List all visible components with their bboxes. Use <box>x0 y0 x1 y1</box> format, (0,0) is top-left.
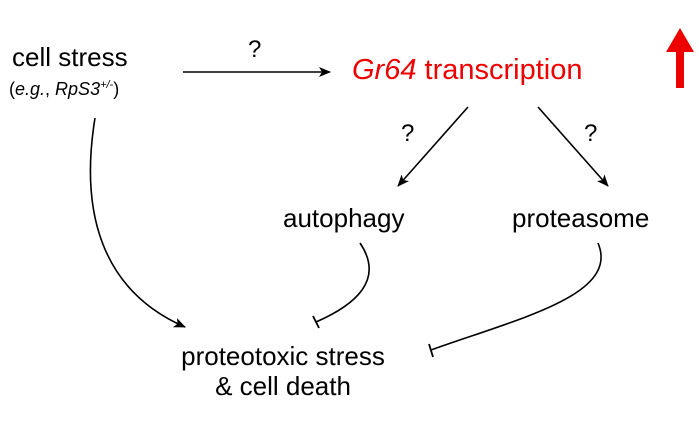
question-label-stress-gr64: ? <box>248 36 262 63</box>
example-close-paren: ) <box>113 79 120 99</box>
gr64-transcription-label: transcription <box>416 54 583 86</box>
example-gene-rps3: RpS3 <box>55 79 101 99</box>
inhibit-bar-proteasome <box>428 343 434 358</box>
inhibit-autophagy-to-outcome <box>315 242 370 323</box>
example-open-paren: ( <box>9 79 15 99</box>
cell-stress-label: cell stress <box>12 42 128 72</box>
outcome-line-2: & cell death <box>215 371 351 401</box>
example-separator: , <box>45 79 56 99</box>
example-gene-superscript: +/- <box>100 79 114 91</box>
question-label-gr64-proteasome: ? <box>584 120 598 147</box>
gr64-gene-label: Gr64 <box>352 54 417 86</box>
node-proteasome: proteasome <box>512 203 650 233</box>
outcome-line-1: proteotoxic stress <box>181 341 385 371</box>
arrow-gr64-to-autophagy <box>397 106 469 187</box>
arrow-stress-to-outcome <box>89 117 186 328</box>
arrow-gr64-to-proteasome <box>537 106 609 187</box>
node-gr64-transcription: Gr64 transcription <box>352 56 583 85</box>
question-label-gr64-autophagy: ? <box>401 120 415 147</box>
inhibit-proteasome-to-outcome <box>430 242 602 351</box>
inhibit-bar-autophagy <box>312 315 320 329</box>
node-outcome: proteotoxic stress & cell death <box>136 343 430 399</box>
node-autophagy: autophagy <box>283 203 405 233</box>
up-arrow-icon <box>666 28 694 88</box>
node-cell-stress-example: (e.g., RpS3+/-) <box>9 79 120 99</box>
example-eg: e.g. <box>15 79 46 99</box>
node-cell-stress: cell stress <box>12 44 128 70</box>
